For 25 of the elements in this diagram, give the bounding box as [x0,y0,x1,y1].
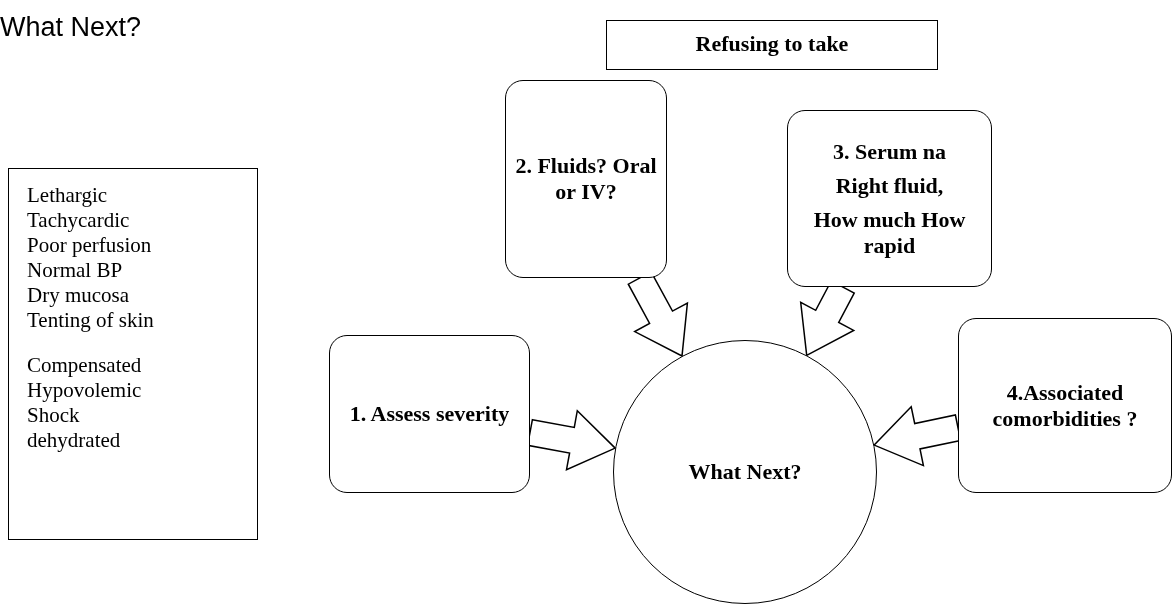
node-label: Right fluid, [835,172,944,199]
list-item: dehydrated [27,428,121,453]
node-label: 1. Assess severity [349,401,510,427]
rounded-box [505,80,667,278]
text-box [606,20,938,70]
list-item: Poor perfusion [27,233,152,258]
list-item: Hypovolemic [27,378,142,403]
title: What Next? [0,12,142,43]
node-label: 4.Associated comorbidities ? [991,379,1139,432]
node-label: What Next? [688,459,802,485]
node-label: 2. Fluids? Oral or IV? [514,153,658,205]
node-label: 3. Serum na [832,138,947,165]
rounded-box [958,318,1172,493]
node-label: How much How rapid [812,206,967,259]
list-item: Tenting of skin [27,308,154,333]
list-item: Shock [27,403,80,428]
list-item: Compensated [27,353,142,378]
list-item: Normal BP [27,258,123,283]
node-label: Refusing to take [695,31,849,57]
list-item: Tachycardic [27,208,130,233]
list-item: Lethargic [27,183,108,208]
rounded-box [787,110,992,287]
text-box [8,168,258,540]
list-item: Dry mucosa [27,283,130,308]
rounded-box [329,335,530,493]
